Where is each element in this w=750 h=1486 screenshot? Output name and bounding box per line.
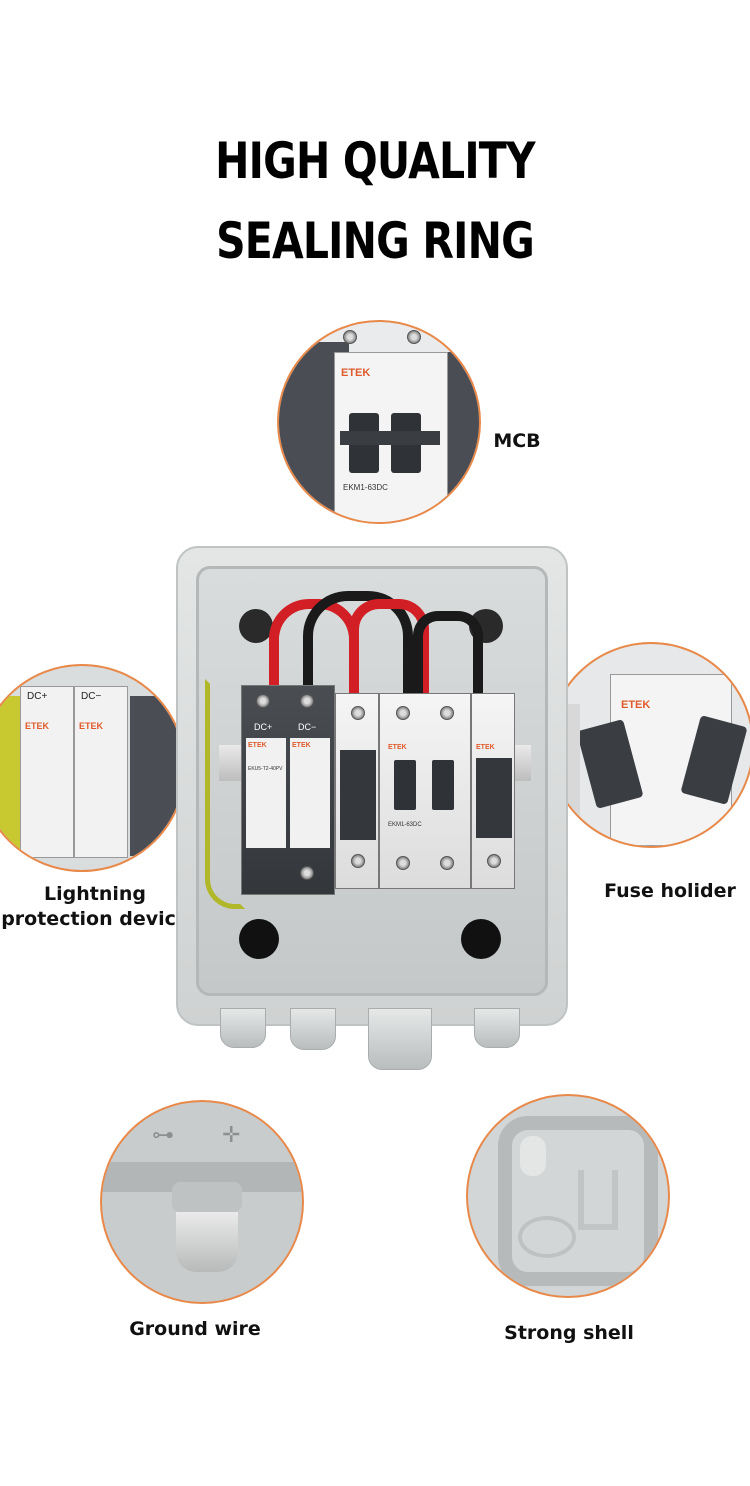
spd-brand-text: ETEK [79, 721, 104, 731]
screw-icon [256, 694, 270, 708]
spd-dc-minus: DC− [298, 722, 317, 732]
dc-minus-text: DC− [81, 691, 102, 702]
screw-icon [343, 330, 357, 344]
fuse-brand-text: ETEK [621, 699, 651, 711]
lightning-label-line-1: Lightning [44, 883, 146, 905]
black-wire [413, 611, 483, 721]
ground-wire [205, 679, 245, 909]
mcb-label: MCB [493, 430, 541, 452]
mcb-brand-text: ETEK [341, 367, 371, 379]
spd-model: EKU5-T2-40PV [248, 766, 283, 772]
screw-icon [396, 856, 410, 870]
terminal-icon: ✛ [222, 1122, 241, 1147]
screw-icon [300, 694, 314, 708]
screw-icon [440, 706, 454, 720]
lightning-label-line-2: protection device [1, 908, 189, 930]
screw-icon [351, 854, 365, 868]
spd-brand-text: ETEK [25, 721, 50, 731]
surge-protector-module: DC+ DC− ETEK ETEK EKU5-T2-40PV [241, 685, 335, 895]
ground-wire-label: Ground wire [129, 1318, 261, 1340]
fuse-holder-module [335, 693, 379, 889]
lightning-protection-label: Lightning protection device [0, 882, 190, 932]
screw-icon [300, 866, 314, 880]
mcb-brand: ETEK [388, 744, 407, 751]
enclosure-interior: DC+ DC− ETEK ETEK EKU5-T2-40PV ETEK EKM1… [196, 566, 548, 996]
cable-entry-hole [239, 919, 279, 959]
black-wire [303, 591, 413, 721]
screw-icon [440, 856, 454, 870]
title-line-2: SEALING RING [216, 212, 535, 270]
screw-icon [487, 854, 501, 868]
fuse-holder-module: ETEK [471, 693, 515, 889]
screw-icon [396, 706, 410, 720]
mcb-model-text: EKM1-63DC [343, 483, 388, 492]
cable-entry-hole [461, 919, 501, 959]
cable-gland [290, 1008, 336, 1050]
cable-gland [368, 1008, 432, 1070]
combiner-box-image: DC+ DC− ETEK ETEK EKU5-T2-40PV ETEK EKM1… [176, 546, 568, 1070]
mcb-module: ETEK EKM1-63DC [379, 693, 471, 889]
ground-wire-detail-image: ⊶ ✛ [100, 1100, 304, 1304]
lightning-protection-detail-image: DC+ ETEK DC− ETEK [0, 664, 186, 872]
screw-icon [351, 706, 365, 720]
screw-icon [407, 330, 421, 344]
strong-shell-detail-image [466, 1094, 670, 1298]
strong-shell-label: Strong shell [504, 1322, 634, 1344]
mcb-detail-image: ETEK EKM1-63DC [277, 320, 481, 524]
dc-plus-text: DC+ [27, 691, 48, 702]
fuse-brand: ETEK [476, 744, 495, 751]
title-line-1: HIGH QUALITY [215, 132, 535, 190]
red-wire [349, 599, 429, 729]
cable-gland [474, 1008, 520, 1048]
cable-gland [220, 1008, 266, 1048]
terminal-icon: ⊶ [152, 1122, 174, 1147]
fuse-holder-detail-image: ETEK [548, 642, 750, 848]
mcb-model: EKM1-63DC [388, 822, 422, 828]
mounting-hole [239, 609, 273, 643]
spd-brand-1: ETEK [248, 742, 267, 749]
fuse-holder-label: Fuse holider [604, 880, 736, 902]
spd-brand-2: ETEK [292, 742, 311, 749]
spd-dc-plus: DC+ [254, 722, 273, 732]
